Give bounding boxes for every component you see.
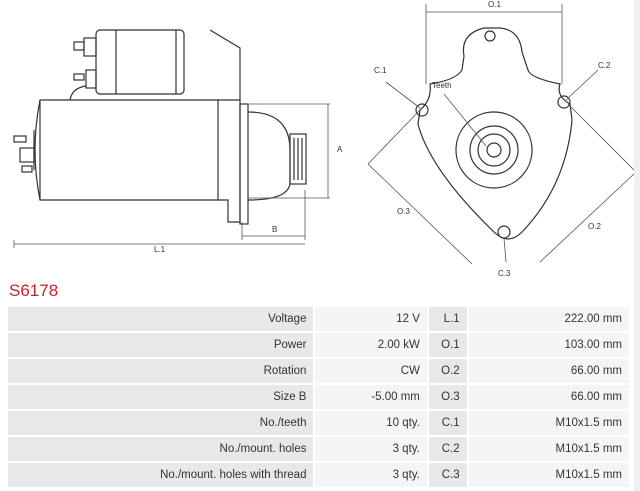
dimension-value: 222.00 mm: [468, 307, 629, 331]
dim-label-c3: C.3: [498, 269, 511, 278]
front-dimensions: [367, 4, 637, 265]
side-view: [13, 29, 307, 225]
dim-label-a: A: [337, 145, 343, 154]
part-code: S6178: [9, 281, 59, 300]
spec-label: Rotation: [8, 359, 316, 383]
dim-label-c1: C.1: [374, 66, 387, 75]
dimension-value: M10x1.5 mm: [468, 411, 629, 435]
dimension-code: C.2: [428, 437, 469, 461]
dimension-code: O.1: [428, 333, 469, 357]
dimension-code: C.3: [428, 463, 469, 487]
dimension-code: O.3: [428, 385, 469, 409]
spec-label: No./mount. holes with thread: [8, 463, 316, 487]
spec-value: 12 V: [315, 307, 429, 331]
starter-motor-diagram: A B L.1 O.1 C.1 C.2 Teeth O.3 O.2 C.3: [13, 0, 637, 278]
spec-label: No./mount. holes: [8, 437, 316, 461]
dimension-code: C.1: [428, 411, 469, 435]
spec-value: -5.00 mm: [315, 385, 429, 409]
dimension-code: O.2: [428, 359, 469, 383]
side-dimensions: [13, 103, 330, 248]
spec-label: No./teeth: [8, 411, 316, 435]
dimension-value: M10x1.5 mm: [468, 437, 629, 461]
dim-label-o2: O.2: [588, 222, 601, 231]
dim-label-o1: O.1: [488, 0, 501, 9]
front-view: [415, 27, 573, 240]
dimension-value: 66.00 mm: [468, 385, 629, 409]
spec-label: Size B: [8, 385, 316, 409]
dimension-value: 66.00 mm: [468, 359, 629, 383]
dimension-code: L.1: [428, 307, 469, 331]
dim-label-o3: O.3: [397, 207, 410, 216]
dim-label-l1: L.1: [154, 245, 166, 254]
spec-value: 3 qty.: [315, 437, 429, 461]
spec-value: 2.00 kW: [315, 333, 429, 357]
dim-label-b: B: [272, 225, 277, 234]
spec-label: Power: [8, 333, 316, 357]
spec-value: 10 qty.: [315, 411, 429, 435]
spec-value: CW: [315, 359, 429, 383]
dim-label-teeth: Teeth: [432, 81, 452, 90]
dimension-value: 103.00 mm: [468, 333, 629, 357]
dim-label-c2: C.2: [598, 61, 611, 70]
dimension-value: M10x1.5 mm: [468, 463, 629, 487]
scrollbar[interactable]: [634, 0, 640, 491]
spec-label: Voltage: [8, 307, 316, 331]
spec-value: 3 qty.: [315, 463, 429, 487]
